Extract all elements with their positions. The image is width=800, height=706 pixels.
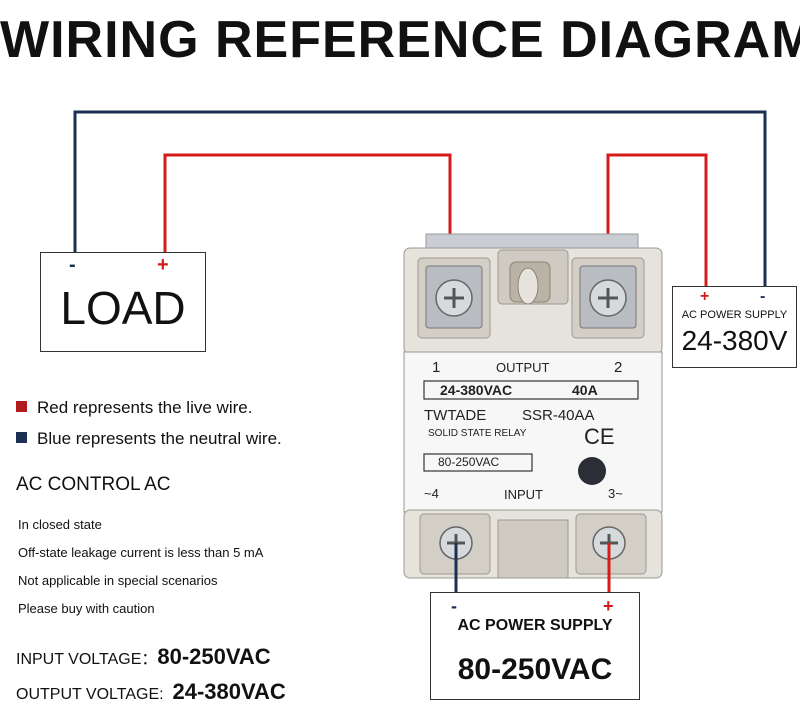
ac-output-supply-box: + - AC POWER SUPPLY 24-380V	[672, 286, 797, 368]
neutral-color-swatch	[16, 432, 27, 443]
relay-input-label: INPUT	[504, 487, 543, 502]
relay-model: SSR-40AA	[522, 407, 595, 424]
ac-input-neg-sign: -	[451, 596, 457, 616]
relay-rating-current: 40A	[572, 382, 598, 398]
ce-mark: CE	[584, 424, 615, 449]
control-heading: AC CONTROL AC	[16, 474, 171, 495]
ac-input-pos-sign: +	[603, 596, 614, 616]
legend-neutral-text: Blue represents the neutral wire.	[37, 429, 282, 448]
note-closed-state: In closed state	[18, 517, 102, 532]
ac-output-supply-label: AC POWER SUPPLY	[681, 309, 788, 321]
input-voltage-spec: INPUT VOLTAGE：80-250VAC	[16, 644, 271, 670]
relay-description: SOLID STATE RELAY	[428, 428, 527, 439]
ac-input-supply-voltage: 80-250VAC	[457, 653, 613, 686]
relay-terminal-2: 2	[614, 359, 623, 376]
load-label: LOAD	[60, 282, 186, 334]
input-voltage-label: INPUT VOLTAGE：	[16, 651, 158, 668]
relay-terminal-1: 1	[432, 359, 441, 376]
load-neg-sign: -	[69, 254, 76, 276]
relay-rating-voltage: 24-380VAC	[440, 382, 513, 398]
ac-output-neg-sign: -	[760, 288, 766, 305]
load-pos-sign: +	[157, 254, 169, 276]
terminal-2-screw	[579, 265, 637, 329]
ac-output-supply-voltage: 24-380V	[681, 325, 788, 356]
relay-terminal-4: ~4	[424, 486, 439, 501]
live-wire-load	[163, 153, 452, 298]
solid-state-relay	[403, 233, 663, 579]
note-not-applicable: Not applicable in special scenarios	[18, 573, 218, 588]
ac-input-supply-box: - + AC POWER SUPPLY 80-250VAC	[430, 592, 640, 700]
load-box: - + LOAD	[40, 252, 206, 352]
terminal-1-screw	[425, 265, 483, 329]
relay-input-voltage: 80-250VAC	[438, 455, 500, 469]
note-leakage: Off-state leakage current is less than 5…	[18, 545, 264, 560]
output-voltage-label: OUTPUT VOLTAGE:	[16, 686, 164, 703]
legend-live-text: Red represents the live wire.	[37, 398, 253, 417]
note-caution: Please buy with caution	[18, 601, 155, 616]
diagram-title: WIRING REFERENCE DIAGRAM	[0, 11, 800, 69]
legend-neutral: Blue represents the neutral wire.	[16, 429, 282, 449]
relay-brand: TWTADE	[424, 407, 487, 424]
ac-output-pos-sign: +	[700, 288, 710, 305]
ac-input-supply-label: AC POWER SUPPLY	[457, 617, 613, 634]
legend-live: Red represents the live wire.	[16, 398, 252, 418]
output-voltage-value: 24-380VAC	[172, 679, 286, 704]
live-color-swatch	[16, 401, 27, 412]
live-wire-supply	[606, 153, 708, 298]
relay-output-label: OUTPUT	[496, 360, 550, 375]
relay-terminal-3: 3~	[608, 486, 623, 501]
output-voltage-spec: OUTPUT VOLTAGE: 24-380VAC	[16, 679, 286, 705]
input-voltage-value: 80-250VAC	[157, 644, 271, 669]
neutral-wire-output	[73, 110, 767, 292]
